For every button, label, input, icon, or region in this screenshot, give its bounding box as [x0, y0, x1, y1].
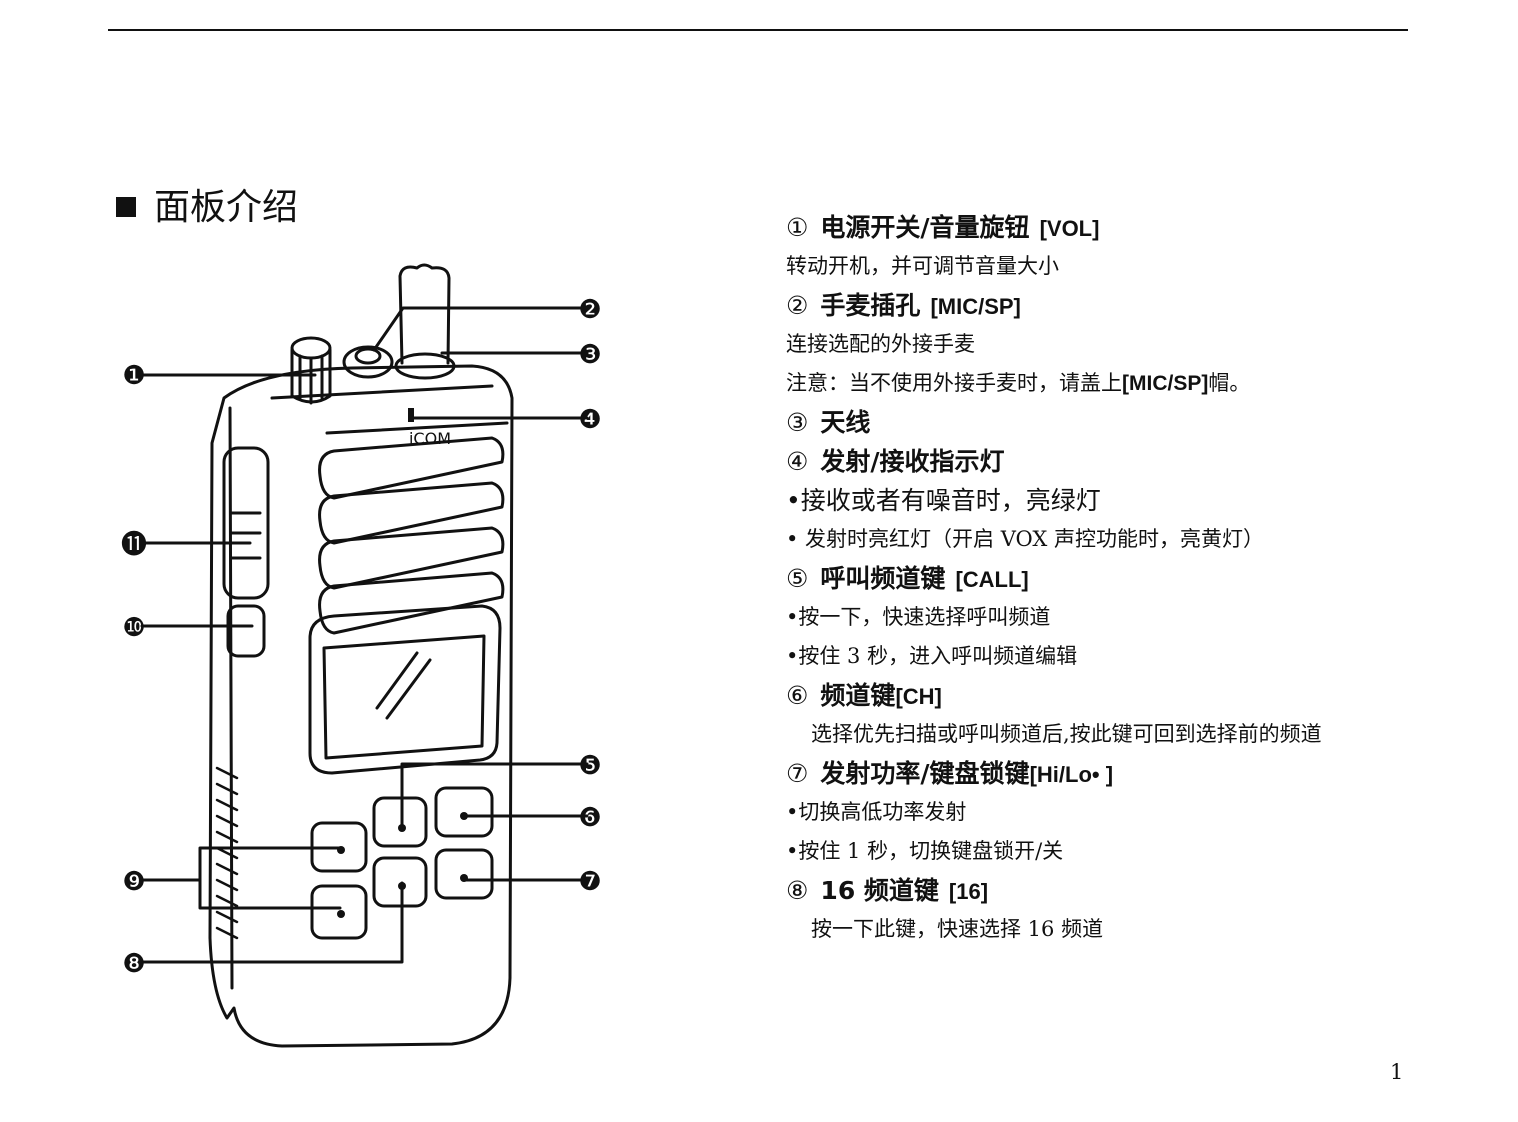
- callout-7: ❼: [578, 867, 601, 897]
- led-indicator: [408, 408, 414, 422]
- callout-6: ❻: [578, 803, 601, 833]
- item-description: 转动开机，并可调节音量大小: [786, 247, 1486, 286]
- callout-4: ❹: [578, 405, 601, 435]
- item-description: • 发射时亮红灯（开启 VOX 声控功能时，亮黄灯）: [786, 520, 1486, 559]
- square-bullet-icon: [116, 197, 136, 217]
- callout-11: ⓫: [121, 530, 147, 560]
- section-title-text: 面板介绍: [154, 187, 298, 228]
- brand-logo: iCOM: [409, 429, 451, 448]
- radio-diagram: iCOM ❶ ❷ ❸ ❹ ❺ ❻ ❼ ❽ ❾ ❿ ⓫: [112, 258, 608, 1054]
- item-description: 按一下此键，快速选择 16 频道: [786, 910, 1486, 949]
- item-description: •切换高低功率发射: [786, 793, 1486, 832]
- ch16-key: [374, 858, 426, 906]
- page-number: 1: [1390, 1060, 1403, 1084]
- item-description: 连接选配的外接手麦: [786, 325, 1486, 364]
- item-description: •按住 1 秒，切换键盘锁开/关: [786, 832, 1486, 871]
- callout-3: ❸: [578, 340, 601, 370]
- callout-5: ❺: [578, 751, 601, 781]
- call-key: [374, 798, 426, 846]
- side-button: [228, 606, 264, 656]
- callout-8: ❽: [122, 949, 145, 979]
- callout-1: ❶: [122, 361, 145, 391]
- speaker-slot: [320, 573, 503, 633]
- item-note: 注意：当不使用外接手麦时，请盖上[MIC/SP]帽。: [786, 364, 1486, 403]
- callout-10: ❿: [122, 613, 145, 643]
- item-description: 选择优先扫描或呼叫频道后,按此键可回到选择前的频道: [786, 715, 1486, 754]
- item-description: •按住 3 秒，进入呼叫频道编辑: [786, 637, 1486, 676]
- antenna: [400, 265, 449, 363]
- section-title: 面板介绍: [116, 186, 298, 230]
- top-rule: [108, 29, 1408, 31]
- callout-2: ❷: [578, 295, 601, 325]
- callout-9: ❾: [122, 867, 145, 897]
- radio-body: [210, 366, 512, 1046]
- item-description: •按一下，快速选择呼叫频道: [786, 598, 1486, 637]
- item-description: •接收或者有噪音时，亮绿灯: [786, 481, 1486, 520]
- side-grip: [217, 768, 237, 938]
